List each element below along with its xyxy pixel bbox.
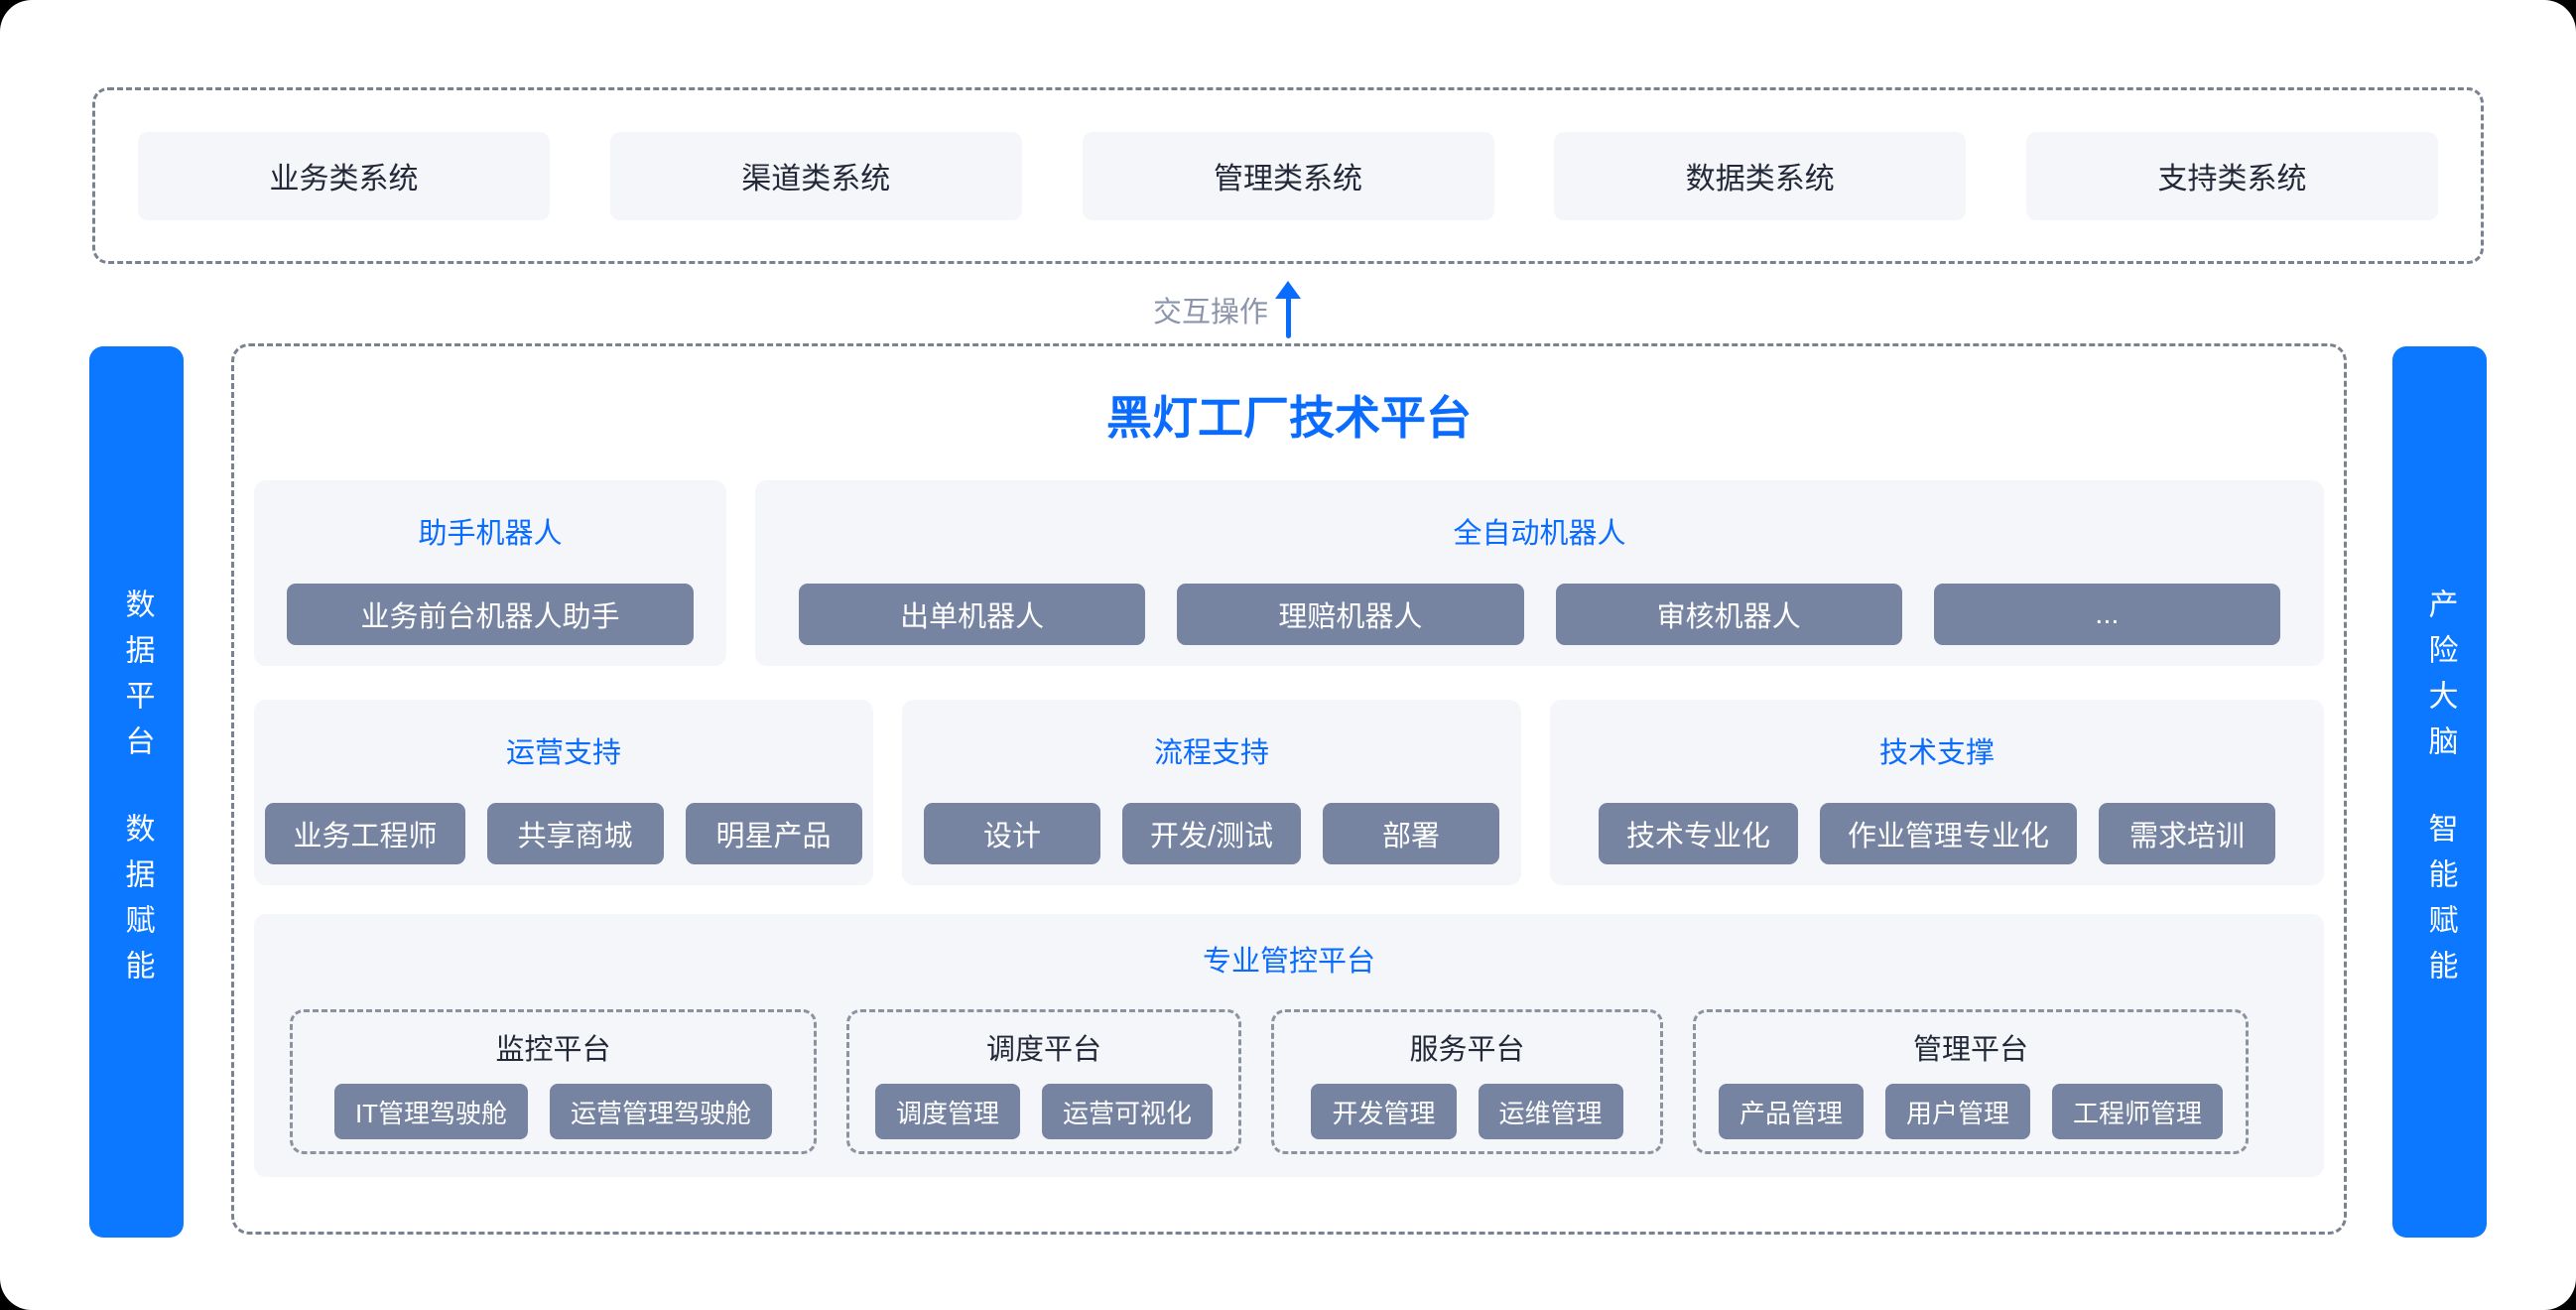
section-operation-support: 运营支持 业务工程师 共享商城 明星产品 — [254, 700, 873, 885]
pill-button[interactable]: 业务前台机器人助手 — [287, 584, 694, 645]
system-tile: 业务类系统 — [138, 131, 550, 220]
support-row: 运营支持 业务工程师 共享商城 明星产品 流程支持 设计 — [254, 700, 2324, 885]
section-process-support: 流程支持 设计 开发/测试 部署 — [902, 700, 1521, 885]
button-row: 调度管理 运营可视化 — [874, 1084, 1214, 1139]
pill-button[interactable]: ... — [1933, 584, 2280, 645]
system-tile: 数据类系统 — [1554, 131, 1967, 220]
interaction-row: 交互操作 — [0, 279, 2576, 340]
pill-button[interactable]: 产品管理 — [1718, 1084, 1864, 1139]
button-row: 技术专业化 作业管理专业化 需求培训 — [1550, 803, 2324, 864]
subsection-service-platform: 服务平台 开发管理 运维管理 — [1271, 1009, 1663, 1154]
section-control-platform: 专业管控平台 监控平台 IT管理驾驶舱 运营管理驾驶舱 调 — [254, 914, 2324, 1177]
pill-button[interactable]: 运营管理驾驶舱 — [550, 1084, 773, 1139]
section-title: 全自动机器人 — [1453, 518, 1626, 550]
section-title: 专业管控平台 — [1202, 946, 1375, 978]
robots-row: 助手机器人 业务前台机器人助手 全自动机器人 出单机器人 理赔机器人 审核机器 — [254, 480, 2324, 666]
pill-button[interactable]: 理赔机器人 — [1177, 584, 1524, 645]
section-title: 运营支持 — [505, 737, 621, 769]
subsection-dispatch-platform: 调度平台 调度管理 运营可视化 — [846, 1009, 1241, 1154]
arrow-head — [1275, 281, 1301, 299]
sidebar-text: 产险大脑 — [2423, 589, 2457, 771]
control-row: 专业管控平台 监控平台 IT管理驾驶舱 运营管理驾驶舱 调 — [254, 914, 2324, 1177]
platform-panel: 黑灯工厂技术平台 助手机器人 业务前台机器人助手 全自动机器人 出单机器人 理赔… — [231, 343, 2347, 1235]
section-auto-robot: 全自动机器人 出单机器人 理赔机器人 审核机器人 ... — [755, 480, 2324, 666]
sidebar-text: 数据赋能 — [120, 813, 154, 995]
control-platforms: 监控平台 IT管理驾驶舱 运营管理驾驶舱 调度平台 — [254, 1009, 2324, 1154]
sidebar-insurance-brain: 产险大脑 智能赋能 — [2392, 346, 2487, 1238]
system-tile: 管理类系统 — [1082, 131, 1494, 220]
arrow-up-icon — [1275, 281, 1301, 338]
pill-button[interactable]: 设计 — [923, 803, 1100, 864]
external-systems-panel: 业务类系统 渠道类系统 管理类系统 数据类系统 支持类系统 — [92, 87, 2484, 264]
button-row: 产品管理 用户管理 工程师管理 — [1718, 1084, 2224, 1139]
subsection-title: 服务平台 — [1409, 1034, 1525, 1066]
section-title: 流程支持 — [1153, 737, 1269, 769]
pill-button[interactable]: 明星产品 — [685, 803, 862, 864]
pill-button[interactable]: 共享商城 — [486, 803, 664, 864]
button-row: 设计 开发/测试 部署 — [902, 803, 1521, 864]
pill-button[interactable]: 出单机器人 — [799, 584, 1146, 645]
sidebar-data-platform: 数据平台 数据赋能 — [89, 346, 184, 1238]
sidebar-text: 数据平台 — [120, 589, 154, 771]
sidebar-text: 智能赋能 — [2423, 813, 2457, 995]
pill-button[interactable]: 业务工程师 — [265, 803, 465, 864]
subsection-title: 监控平台 — [495, 1034, 611, 1066]
system-tile: 渠道类系统 — [609, 131, 1022, 220]
subsection-title: 管理平台 — [1912, 1034, 2028, 1066]
pill-button[interactable]: 开发管理 — [1311, 1084, 1457, 1139]
platform-title: 黑灯工厂技术平台 — [1106, 392, 1472, 444]
button-row: 出单机器人 理赔机器人 审核机器人 ... — [755, 584, 2324, 645]
button-row: 开发管理 运维管理 — [1311, 1084, 1623, 1139]
button-row: 业务工程师 共享商城 明星产品 — [254, 803, 873, 864]
section-tech-support: 技术支撑 技术专业化 作业管理专业化 需求培训 — [1550, 700, 2324, 885]
pill-button[interactable]: 运维管理 — [1478, 1084, 1623, 1139]
pill-button[interactable]: 作业管理专业化 — [1820, 803, 2078, 864]
pill-button[interactable]: 开发/测试 — [1121, 803, 1302, 864]
button-row: IT管理驾驶舱 运营管理驾驶舱 — [333, 1084, 773, 1139]
section-assistant-robot: 助手机器人 业务前台机器人助手 — [254, 480, 726, 666]
subsection-manage-platform: 管理平台 产品管理 用户管理 工程师管理 — [1693, 1009, 2249, 1154]
pill-button[interactable]: IT管理驾驶舱 — [333, 1084, 529, 1139]
interaction-label: 交互操作 — [1152, 297, 1268, 328]
system-tile: 支持类系统 — [2026, 131, 2438, 220]
pill-button[interactable]: 工程师管理 — [2052, 1084, 2224, 1139]
pill-button[interactable]: 技术专业化 — [1598, 803, 1798, 864]
pill-button[interactable]: 运营可视化 — [1042, 1084, 1214, 1139]
subsection-title: 调度平台 — [985, 1034, 1101, 1066]
pill-button[interactable]: 调度管理 — [874, 1084, 1020, 1139]
arrow-shaft — [1285, 295, 1291, 338]
section-title: 技术支撑 — [1878, 737, 1995, 769]
pill-button[interactable]: 审核机器人 — [1555, 584, 1902, 645]
pill-button[interactable]: 需求培训 — [2099, 803, 2276, 864]
pill-button[interactable]: 用户管理 — [1884, 1084, 2030, 1139]
pill-button[interactable]: 部署 — [1323, 803, 1500, 864]
subsection-monitor-platform: 监控平台 IT管理驾驶舱 运营管理驾驶舱 — [290, 1009, 817, 1154]
button-row: 业务前台机器人助手 — [254, 584, 726, 645]
section-title: 助手机器人 — [418, 518, 563, 550]
